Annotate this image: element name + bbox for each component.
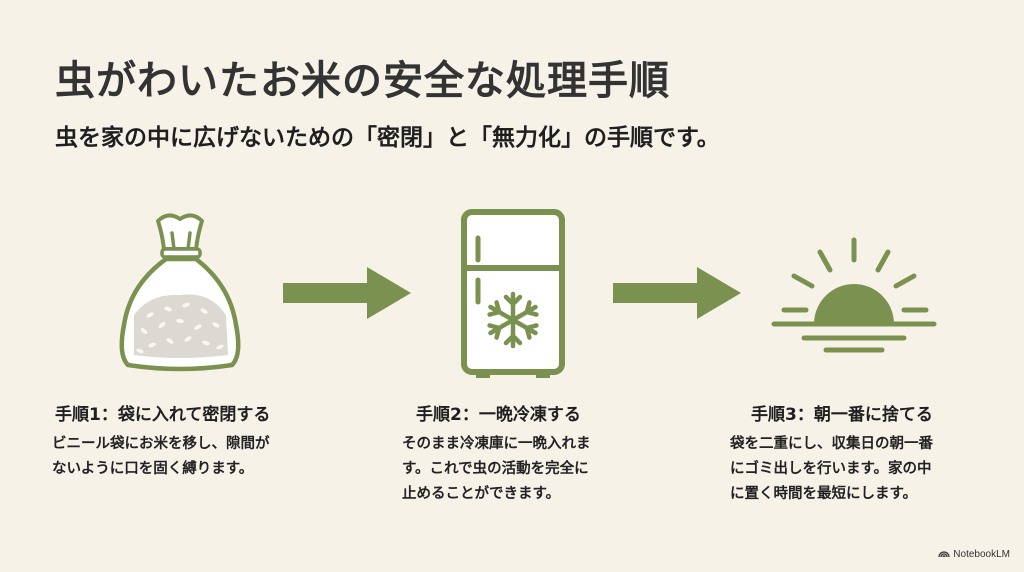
freezer-snowflake-icon [460, 208, 566, 380]
step-3-description: 袋を二重にし、収集日の朝一番 にゴミ出しを行います。家の中 に置く時間を最短にし… [730, 436, 933, 502]
rice-bag-icon [110, 205, 250, 380]
arrow-right-icon [283, 267, 411, 319]
page-subtitle: 虫を家の中に広げないための「密閉」と「無力化」の手順です。 [55, 125, 720, 151]
arrow-right-icon [613, 267, 741, 319]
brand-watermark: NotebookLM [938, 548, 1010, 560]
brand-name: NotebookLM [953, 548, 1010, 560]
step-3-title: 手順3：朝一番に捨てる [751, 405, 933, 425]
sunrise-icon [770, 232, 940, 362]
page-title: 虫がわいたお米の安全な処理手順 [55, 58, 670, 104]
notebooklm-logo-icon [938, 548, 950, 560]
step-2-title: 手順2：一晩冷凍する [416, 405, 581, 425]
step-1-description: ビニール袋にお米を移し、隙間が ないように口を固く縛ります。 [52, 436, 270, 477]
step-2-description: そのまま冷凍庫に一晩入れま す。これで虫の活動を完全に 止めることができます。 [402, 436, 591, 502]
step-1-title: 手順1：袋に入れて密閉する [55, 405, 271, 425]
